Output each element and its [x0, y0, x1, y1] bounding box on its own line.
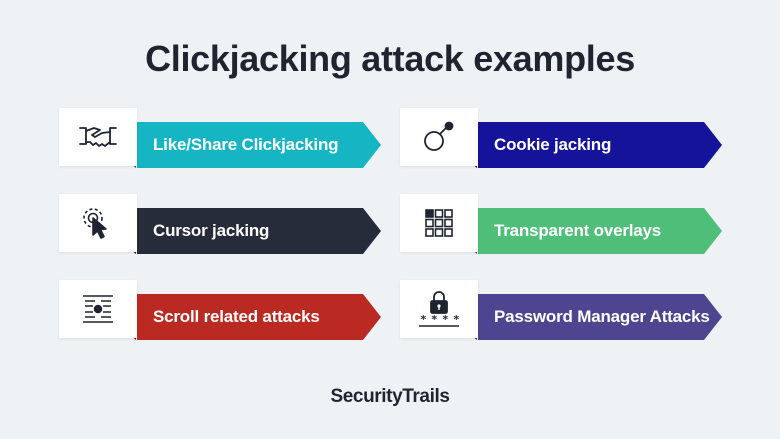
svg-text:*: *: [420, 313, 427, 326]
attack-label: Transparent overlays: [494, 221, 662, 240]
cursor-click-icon: [83, 208, 107, 239]
banner: Cookie jacking: [478, 122, 722, 168]
attack-item-like-share: Like/Share Clickjacking: [59, 108, 381, 168]
grid-icon: [425, 209, 453, 237]
icon-box: [59, 108, 137, 166]
scroll-list-icon: [83, 295, 113, 323]
page-title: Clickjacking attack examples: [145, 38, 635, 79]
attack-label: Cursor jacking: [153, 221, 270, 240]
banner: Transparent overlays: [478, 208, 722, 254]
icon-box: [400, 194, 478, 252]
attack-label: Like/Share Clickjacking: [153, 135, 339, 154]
attack-item-scroll-related: Scroll related attacks: [59, 280, 381, 340]
icon-box: [59, 280, 137, 338]
attack-item-cursor-jacking: Cursor jacking: [59, 194, 381, 254]
password-lock-icon: * * * *: [419, 291, 460, 327]
icon-box: [400, 108, 478, 166]
attack-label: Cookie jacking: [494, 135, 612, 154]
banner: Like/Share Clickjacking: [137, 122, 381, 168]
banner: Scroll related attacks: [137, 294, 381, 340]
bomb-icon: [424, 121, 454, 151]
securitytrails-logo: SecurityTrails: [330, 386, 450, 407]
icon-box: * * * *: [400, 280, 478, 338]
attack-item-transparent-overlays: Transparent overlays: [400, 194, 722, 254]
banner: Password Manager Attacks: [478, 294, 722, 340]
handshake-icon: [79, 127, 117, 147]
attack-item-cookie-jacking: Cookie jacking: [400, 108, 722, 168]
icon-box: [59, 194, 137, 252]
attack-label: Password Manager Attacks: [494, 307, 710, 326]
attack-item-password-manager: Password Manager Attacks * * * *: [400, 280, 722, 340]
svg-text:*: *: [442, 313, 449, 326]
svg-text:*: *: [453, 313, 460, 326]
svg-text:*: *: [431, 313, 438, 326]
attack-label: Scroll related attacks: [153, 307, 320, 326]
banner: Cursor jacking: [137, 208, 381, 254]
